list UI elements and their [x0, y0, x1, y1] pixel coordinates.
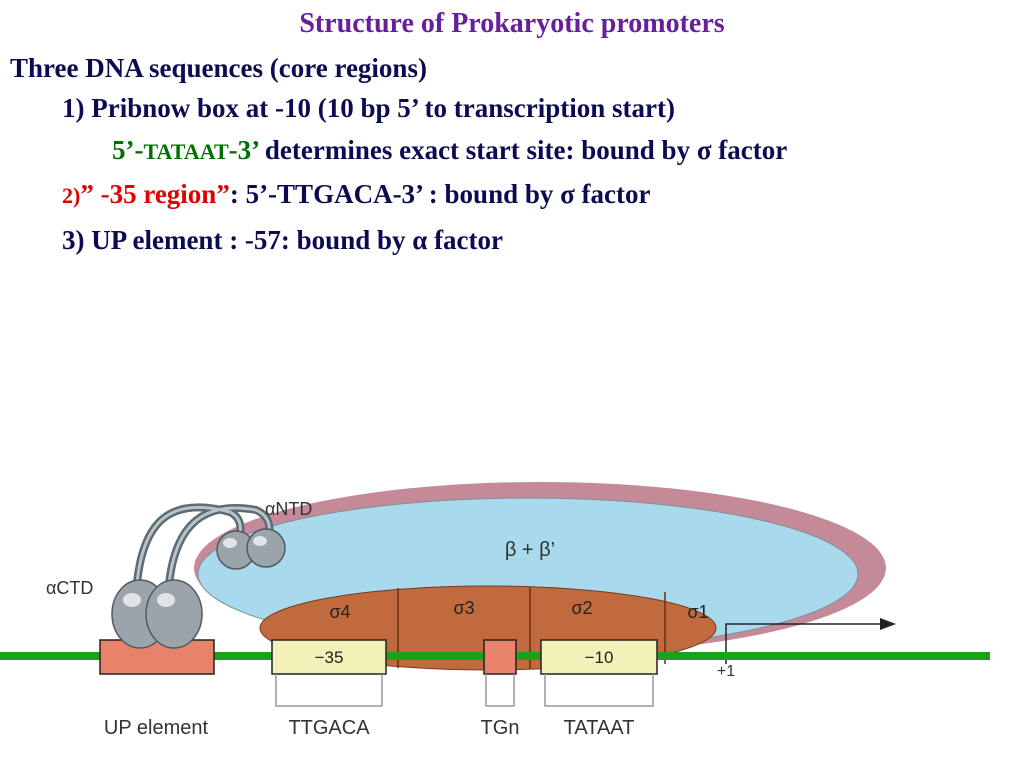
- alpha-ctd-sphere-2: [145, 579, 203, 649]
- minus35-box-label: −35: [315, 648, 344, 667]
- sigma2-label: σ2: [571, 598, 592, 618]
- seq-description: determines exact start site: bound by σ …: [258, 135, 788, 165]
- start-arrow-head: [880, 618, 896, 630]
- tgn-label: TGn: [481, 717, 520, 739]
- tataat-bracket: [544, 674, 654, 707]
- tgn-bracket: [485, 674, 515, 707]
- ttgaca-label: TTGACA: [288, 717, 370, 739]
- minus35-number: 2): [62, 183, 81, 208]
- alpha-ctd-shine-2: [157, 593, 175, 607]
- alpha-ntd-label: αNTD: [265, 499, 312, 519]
- minus10-box-label: −10: [585, 648, 614, 667]
- minus35-line: 2)” -35 region”: 5’-TTGACA-3’ : bound by…: [62, 178, 651, 212]
- plus1-label: +1: [717, 663, 735, 680]
- minus35-box: [271, 639, 387, 675]
- minus35-description: : 5’-TTGACA-3’ : bound by σ factor: [229, 179, 651, 209]
- beta-label: β + β’: [505, 539, 555, 561]
- seq-core: TATAAT: [143, 139, 229, 164]
- minus35-region-label: ” -35 region”: [80, 179, 230, 209]
- sigma1-label: σ1: [687, 602, 708, 622]
- pribnow-sequence-line: 5’-TATAAT-3’ determines exact start site…: [112, 134, 787, 168]
- alpha-ctd-shine-1: [123, 593, 141, 607]
- tataat-label: TATAAT: [564, 717, 635, 739]
- sigma4-label: σ4: [329, 602, 350, 622]
- alpha-ntd-shine-2: [253, 536, 267, 546]
- tgn-box: [483, 639, 517, 675]
- up-element-box: [99, 639, 215, 675]
- intro-line: Three DNA sequences (core regions): [10, 53, 427, 83]
- start-arrow-line: [725, 623, 882, 664]
- up-element-line: 3) UP element : -57: bound by α factor: [62, 225, 504, 255]
- up-element-label: UP element: [104, 717, 209, 739]
- seq-suffix: -3’: [228, 135, 259, 165]
- alpha-ntd-shine-1: [223, 538, 237, 548]
- alpha-ctd-label: αCTD: [46, 578, 93, 598]
- minus10-box: [540, 639, 658, 675]
- seq-prefix: 5’-: [112, 135, 144, 165]
- ttgaca-bracket: [275, 674, 383, 707]
- alpha-ntd-sphere-2: [246, 528, 286, 568]
- sigma3-label: σ3: [453, 598, 474, 618]
- pribnow-box-line: 1) Pribnow box at -10 (10 bp 5’ to trans…: [62, 93, 675, 123]
- page-title: Structure of Prokaryotic promoters: [299, 8, 725, 39]
